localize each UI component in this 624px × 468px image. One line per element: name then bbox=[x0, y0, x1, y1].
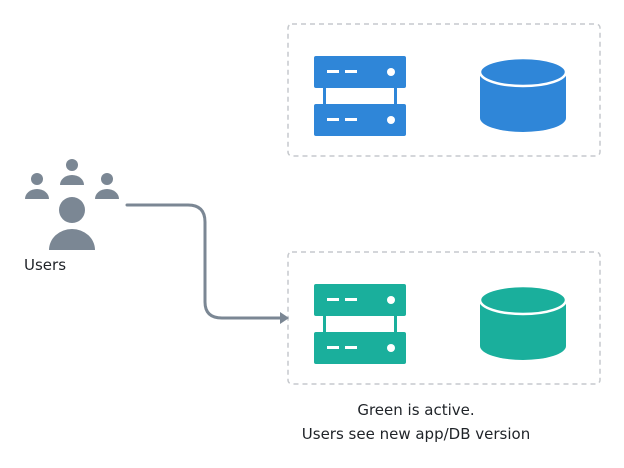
green-server-icon bbox=[314, 284, 406, 364]
green-database-icon bbox=[478, 284, 568, 360]
caption-line-1: Green is active. bbox=[357, 401, 475, 419]
blue-database-icon bbox=[478, 56, 568, 132]
users-group-icon bbox=[25, 159, 119, 250]
caption-line-2: Users see new app/DB version bbox=[301, 425, 531, 443]
users-label: Users bbox=[24, 256, 67, 274]
arrow-head-icon bbox=[280, 312, 289, 324]
traffic-connector bbox=[125, 203, 289, 324]
blue-environment-border bbox=[287, 23, 601, 157]
blue-server-icon bbox=[314, 56, 406, 136]
green-environment bbox=[287, 251, 601, 385]
blue-environment bbox=[287, 23, 601, 157]
